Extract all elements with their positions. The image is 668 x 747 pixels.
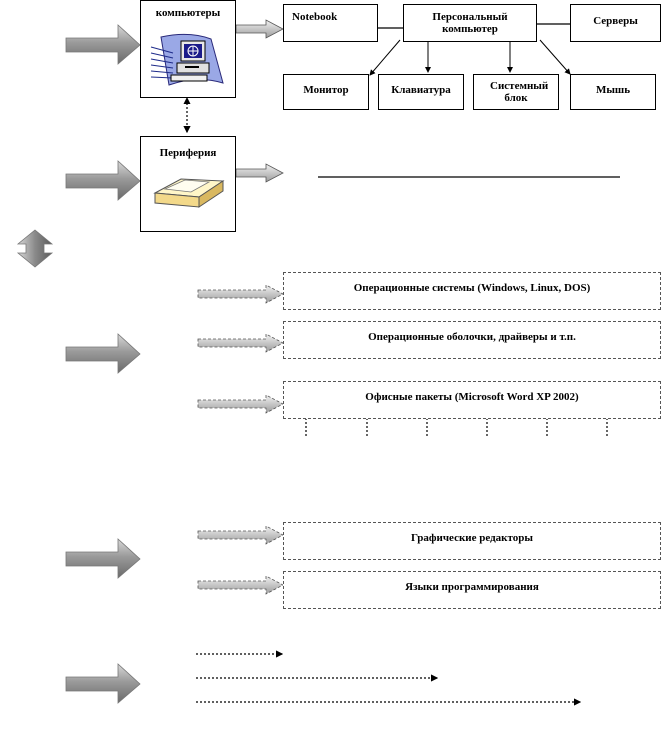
type-notebook: Notebook [283, 4, 378, 42]
software-office-label: Офисные пакеты (Microsoft Word XP 2002) [365, 391, 579, 403]
component-mouse-label: Мышь [595, 84, 631, 96]
scanner-icon [153, 178, 225, 208]
type-pc-label: Персональный компьютер [432, 11, 508, 35]
software-office: Офисные пакеты (Microsoft Word XP 2002) [283, 381, 661, 419]
block-arrow-icon [65, 160, 141, 201]
app-programming: Языки программирования [283, 571, 661, 609]
type-servers-label: Серверы [593, 15, 638, 27]
component-system-unit: Системный блок [473, 74, 559, 110]
software-shells: Операционные оболочки, драйверы и т.п. [283, 321, 661, 359]
computers-box: компьютеры [140, 0, 236, 98]
component-mouse: Мышь [570, 74, 656, 110]
vertical-double-arrow-icon [16, 229, 54, 268]
block-arrow-icon [235, 19, 284, 39]
software-os-label: Операционные системы (Windows, Linux, DO… [353, 282, 591, 294]
component-monitor-label: Монитор [303, 84, 349, 96]
component-keyboard: Клавиатура [378, 74, 464, 110]
software-shells-label: Операционные оболочки, драйверы и т.п. [368, 331, 576, 343]
block-arrow-icon [197, 284, 284, 595]
type-notebook-label: Notebook [292, 11, 338, 23]
component-keyboard-label: Клавиатура [391, 84, 451, 96]
block-arrow-icon [235, 163, 284, 183]
block-arrow-icon [65, 24, 141, 65]
app-programming-label: Языки программирования [405, 581, 539, 593]
component-monitor: Монитор [283, 74, 369, 110]
type-servers: Серверы [570, 4, 661, 42]
peripherals-title: Периферия [159, 147, 217, 159]
component-system-unit-label: Системный блок [490, 80, 549, 104]
block-arrow-icon [65, 333, 141, 374]
app-graphics: Графические редакторы [283, 522, 661, 560]
block-arrow-icon [65, 538, 141, 579]
computer-icon [150, 33, 224, 86]
software-os: Операционные системы (Windows, Linux, DO… [283, 272, 661, 310]
peripherals-box: Периферия [140, 136, 236, 232]
computers-title: компьютеры [155, 7, 221, 19]
block-arrow-icon [65, 663, 141, 704]
type-pc: Персональный компьютер [403, 4, 537, 42]
app-graphics-label: Графические редакторы [410, 532, 533, 544]
